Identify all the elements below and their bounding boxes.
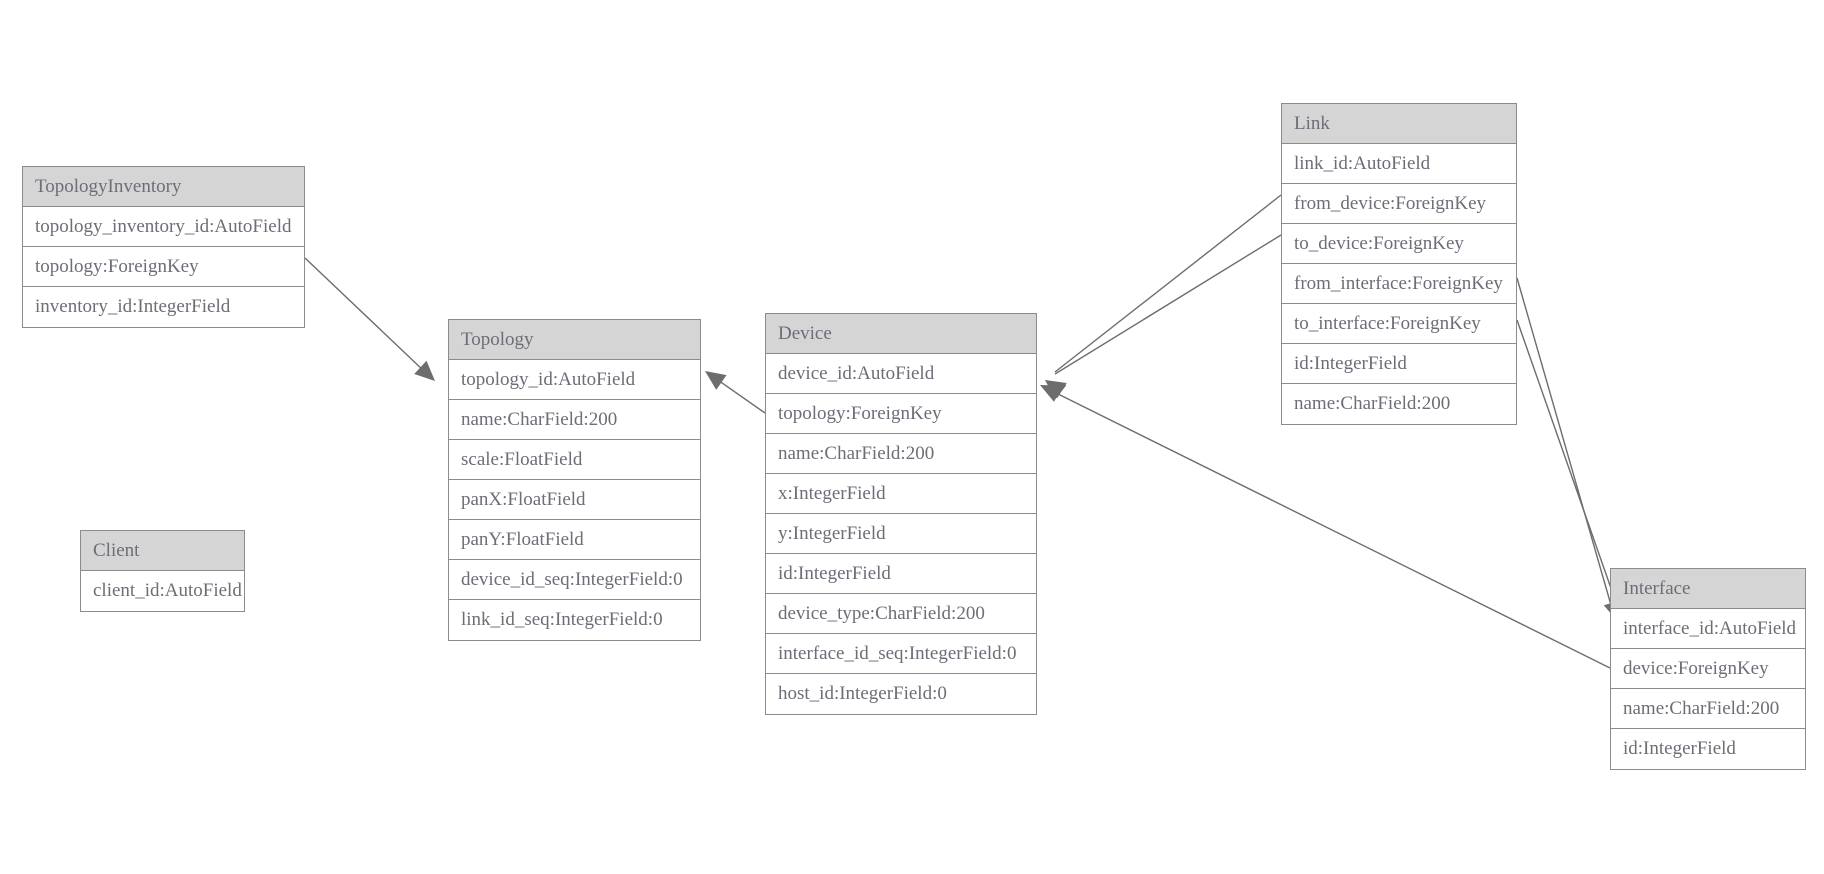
entity-field-topology-5: device_id_seq:IntegerField:0	[449, 560, 700, 600]
entity-field-device-6: device_type:CharField:200	[766, 594, 1036, 634]
entity-field-topology-4: panY:FloatField	[449, 520, 700, 560]
entity-field-client-0: client_id:AutoField	[81, 571, 244, 611]
entity-field-topology_inventory-1: topology:ForeignKey	[23, 247, 304, 287]
arrowhead-interface-device	[1040, 385, 1062, 402]
arrowhead-link-to-device	[1045, 380, 1067, 399]
entity-field-device-1: topology:ForeignKey	[766, 394, 1036, 434]
edge-link-from-interface	[1516, 277, 1614, 613]
edge-link-to-device	[1054, 234, 1282, 375]
entity-field-topology_inventory-2: inventory_id:IntegerField	[23, 287, 304, 327]
entity-field-topology-3: panX:FloatField	[449, 480, 700, 520]
entity-field-topology-0: topology_id:AutoField	[449, 360, 700, 400]
entity-title-device: Device	[766, 314, 1036, 354]
entity-field-device-4: y:IntegerField	[766, 514, 1036, 554]
entity-field-interface-2: name:CharField:200	[1611, 689, 1805, 729]
entity-field-device-5: id:IntegerField	[766, 554, 1036, 594]
entity-field-link-1: from_device:ForeignKey	[1282, 184, 1516, 224]
entity-title-link: Link	[1282, 104, 1516, 144]
entity-field-topology-6: link_id_seq:IntegerField:0	[449, 600, 700, 640]
edge-link-from-device	[1054, 194, 1282, 373]
edge-link-to-interface	[1516, 319, 1621, 615]
entity-field-interface-1: device:ForeignKey	[1611, 649, 1805, 689]
entity-field-device-0: device_id:AutoField	[766, 354, 1036, 394]
entity-field-topology-2: scale:FloatField	[449, 440, 700, 480]
entity-field-link-5: id:IntegerField	[1282, 344, 1516, 384]
arrowhead-topologyinventory-topology	[414, 360, 435, 381]
entity-title-interface: Interface	[1611, 569, 1805, 609]
arrowhead-device-topology	[705, 371, 727, 390]
entity-title-topology: Topology	[449, 320, 700, 360]
entity-title-topology_inventory: TopologyInventory	[23, 167, 304, 207]
edge-device-topology	[714, 377, 766, 414]
entity-field-link-6: name:CharField:200	[1282, 384, 1516, 424]
edge-interface-device	[1049, 389, 1611, 669]
entity-field-device-7: interface_id_seq:IntegerField:0	[766, 634, 1036, 674]
edge-topologyinventory-topology	[304, 257, 426, 373]
entity-field-interface-3: id:IntegerField	[1611, 729, 1805, 769]
entity-field-link-0: link_id:AutoField	[1282, 144, 1516, 184]
entity-field-device-2: name:CharField:200	[766, 434, 1036, 474]
entity-field-topology-1: name:CharField:200	[449, 400, 700, 440]
entity-field-device-3: x:IntegerField	[766, 474, 1036, 514]
entity-title-client: Client	[81, 531, 244, 571]
entity-field-link-3: from_interface:ForeignKey	[1282, 264, 1516, 304]
entity-field-link-4: to_interface:ForeignKey	[1282, 304, 1516, 344]
entity-field-topology_inventory-0: topology_inventory_id:AutoField	[23, 207, 304, 247]
arrowhead-link-from-device	[1045, 380, 1067, 400]
entity-field-device-8: host_id:IntegerField:0	[766, 674, 1036, 714]
entity-field-interface-0: interface_id:AutoField	[1611, 609, 1805, 649]
entity-field-link-2: to_device:ForeignKey	[1282, 224, 1516, 264]
